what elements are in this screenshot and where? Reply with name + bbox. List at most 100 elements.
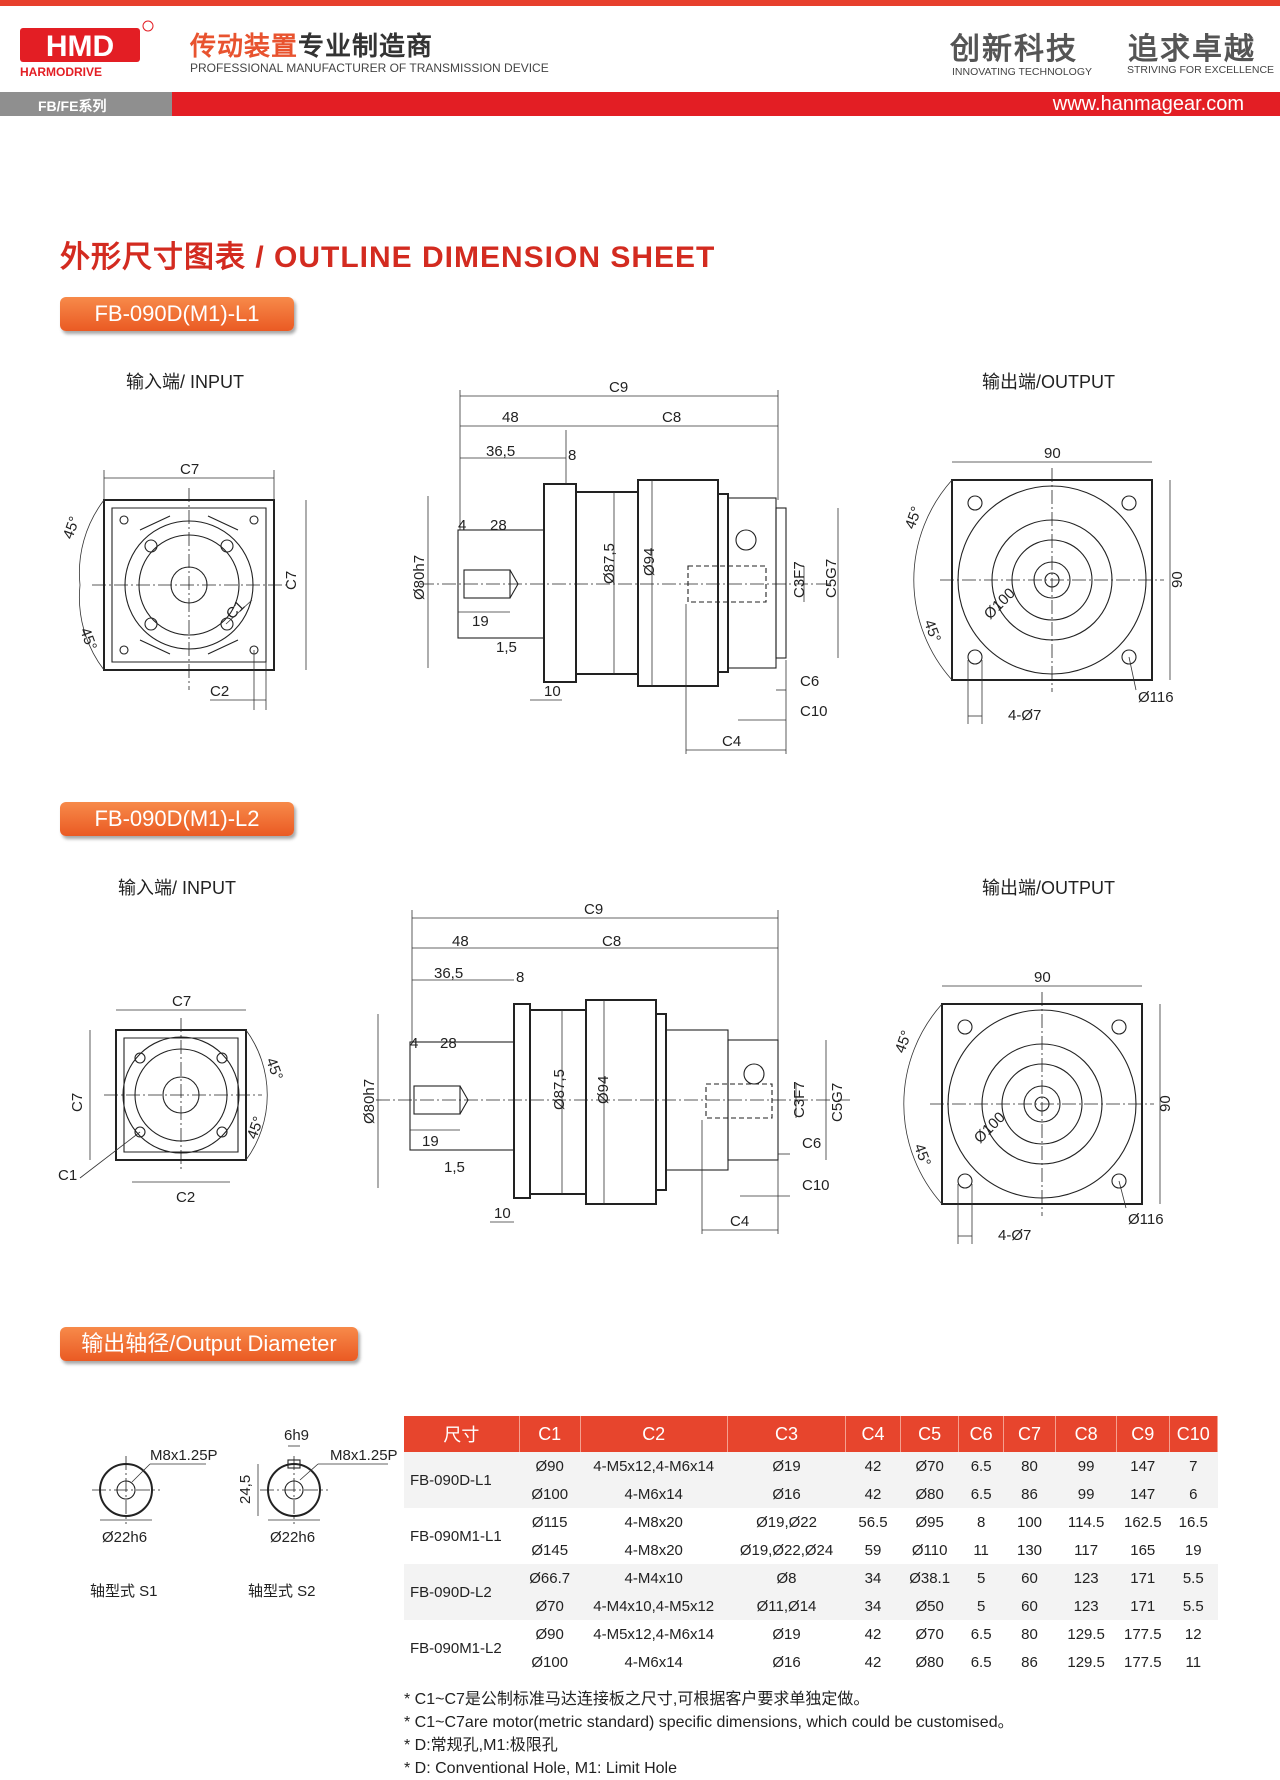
table-cell: Ø90 [519, 1452, 581, 1480]
output-diameter-pill: 输出轴径/Output Diameter [60, 1327, 358, 1361]
l2-side-d94: Ø94 [595, 1076, 612, 1104]
l2-in-angle-2: 45° [244, 1114, 268, 1141]
model-cell: FB-090D-L1 [404, 1452, 520, 1508]
table-cell: 42 [845, 1452, 901, 1480]
l2-in-c7-side: C7 [69, 1093, 86, 1112]
table-cell: 177.5 [1116, 1648, 1170, 1676]
l1-side-36: 36,5 [486, 443, 515, 460]
table-cell: Ø100 [519, 1648, 581, 1676]
table-cell: 4-M6x14 [580, 1480, 728, 1508]
table-cell: 5 [958, 1564, 1004, 1592]
l1-in-c7-side: C7 [283, 571, 300, 590]
l2-in-c1: C1 [58, 1167, 77, 1184]
l2-side-c4: C4 [730, 1213, 749, 1230]
website-link[interactable]: www.hanmagear.com [1052, 93, 1244, 115]
table-cell: Ø50 [900, 1592, 959, 1620]
l1-side-c10: C10 [800, 703, 828, 720]
l1-output-view: 90 90 Ø100 Ø116 4-Ø7 45° 45° [902, 445, 1186, 724]
table-cell: 177.5 [1116, 1620, 1170, 1648]
table-cell: 42 [845, 1620, 901, 1648]
l2-side-10: 10 [494, 1205, 511, 1222]
shaft-s1-drawing: M8x1.25P Ø22h6 [92, 1447, 218, 1546]
l2-side-c9: C9 [584, 901, 603, 918]
l1-side-c6: C6 [800, 673, 819, 690]
model-cell: FB-090M1-L2 [404, 1620, 520, 1676]
s1-label: 轴型式 S1 [90, 1583, 158, 1600]
col-header: C7 [1003, 1416, 1057, 1452]
model-pill-l2: FB-090D(M1)-L2 [60, 802, 294, 836]
l2-out-holes: 4-Ø7 [998, 1227, 1031, 1244]
l1-side-c3: C3F7 [791, 561, 808, 598]
slogan-en-1: INNOVATING TECHNOLOGY [952, 66, 1093, 78]
l2-side-28: 28 [440, 1035, 457, 1052]
l1-side-8: 8 [568, 447, 576, 464]
series-bar [0, 92, 172, 116]
s2-thread: M8x1.25P [330, 1447, 398, 1464]
table-cell: Ø19 [727, 1452, 846, 1480]
table-cell: 4-M8x20 [580, 1536, 728, 1564]
table-cell: 60 [1003, 1564, 1056, 1592]
table-cell: 80 [1003, 1452, 1056, 1480]
table-cell: 6.5 [958, 1648, 1004, 1676]
l2-input-view: C7 C7 C2 C1 45° 45° [58, 993, 286, 1206]
col-header: C5 [900, 1416, 960, 1452]
l2-side-view: C9 48 C8 36,5 8 Ø80h7 4 28 19 1,5 10 Ø87… [361, 901, 850, 1234]
l1-side-15: 1,5 [496, 639, 517, 656]
table-cell: 4-M8x20 [580, 1508, 728, 1536]
table-cell: 34 [845, 1564, 901, 1592]
slogan-cn-1: 创新科技 [950, 32, 1078, 67]
logo-brand: HMD [46, 30, 114, 63]
table-cell: 129.5 [1055, 1648, 1117, 1676]
l2-out-angle-1: 45° [892, 1028, 916, 1055]
l1-in-c2: C2 [210, 683, 229, 700]
s2-diameter: Ø22h6 [270, 1529, 315, 1546]
top-accent-line [0, 0, 1280, 6]
l2-out-d116: Ø116 [1128, 1211, 1164, 1228]
input-label-l2: 输入端/ INPUT [118, 878, 237, 898]
table-cell: Ø70 [519, 1592, 581, 1620]
table-cell: 6.5 [958, 1452, 1004, 1480]
table-cell: 129.5 [1055, 1620, 1117, 1648]
table-cell: Ø66.7 [519, 1564, 581, 1592]
l1-out-90-side: 90 [1169, 571, 1186, 588]
l2-side-15: 1,5 [444, 1159, 465, 1176]
table-cell: Ø11,Ø14 [727, 1592, 846, 1620]
logo-brand-sub: HARMODRIVE [20, 65, 102, 79]
table-cell: 34 [845, 1592, 901, 1620]
l1-side-c9: C9 [609, 379, 628, 396]
l1-out-angle-1: 45° [902, 504, 926, 531]
table-cell: 6 [1169, 1480, 1218, 1508]
table-cell: Ø70 [900, 1452, 959, 1480]
l2-side-48: 48 [452, 933, 469, 950]
table-cell: 114.5 [1055, 1508, 1117, 1536]
table-cell: Ø95 [900, 1508, 959, 1536]
table-cell: Ø16 [727, 1648, 846, 1676]
page-title: 外形尺寸图表 / OUTLINE DIMENSION SHEET [60, 241, 716, 274]
table-cell: 162.5 [1116, 1508, 1170, 1536]
l1-in-c1: C1 [223, 597, 249, 623]
table-cell: Ø38.1 [900, 1564, 959, 1592]
table-cell: 42 [845, 1648, 901, 1676]
table-cell: 4-M4x10 [580, 1564, 728, 1592]
table-cell: 7 [1169, 1452, 1218, 1480]
l2-side-4: 4 [410, 1035, 418, 1052]
harmodrive-logo: HMD HARMODRIVE [20, 20, 154, 79]
l2-side-36: 36,5 [434, 965, 463, 982]
l1-input-view: C7 C7 C2 C1 45° 45° [60, 461, 307, 710]
l1-in-angle-1: 45° [60, 514, 84, 541]
l1-side-19: 19 [472, 613, 489, 630]
table-cell: 60 [1003, 1592, 1056, 1620]
table-cell: Ø100 [519, 1480, 581, 1508]
note-line: * C1~C7是公制标准马达连接板之尺寸,可根据客户要求单独定做。 [404, 1691, 870, 1708]
l1-side-c8: C8 [662, 409, 681, 426]
slogan-en-2: STRIVING FOR EXCELLENCE [1127, 64, 1275, 76]
l2-side-d875: Ø87,5 [551, 1069, 568, 1110]
input-label-l1: 输入端/ INPUT [126, 372, 245, 392]
l1-side-4: 4 [458, 517, 466, 534]
table-cell: Ø16 [727, 1480, 846, 1508]
table-cell: 171 [1116, 1592, 1170, 1620]
s2-key: 6h9 [284, 1427, 309, 1444]
